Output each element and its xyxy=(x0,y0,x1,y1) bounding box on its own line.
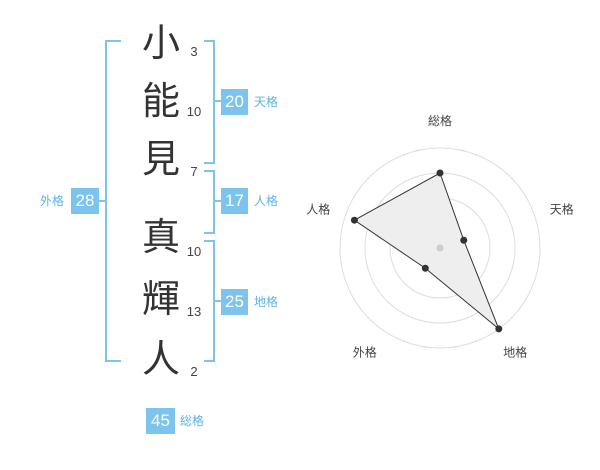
radar-point-5 xyxy=(350,216,358,224)
name-char-3: 見 xyxy=(141,137,180,181)
radar-point-4 xyxy=(421,264,429,272)
radar-axis-label-1: 総格 xyxy=(428,113,452,128)
radar-ring xyxy=(339,147,541,349)
chikaku-badge: 25 xyxy=(221,289,248,315)
radar-point-1 xyxy=(436,169,444,177)
radar-axis-label-5: 人格 xyxy=(306,201,330,216)
radar-polygon xyxy=(353,172,500,330)
chikaku-label: 地格 xyxy=(254,295,279,309)
gaikaku-label: 外格 xyxy=(40,194,65,208)
stroke-count-6: 2 xyxy=(190,364,198,379)
stroke-count-1: 3 xyxy=(190,44,198,59)
radar-point-3 xyxy=(495,325,503,333)
name-char-2: 能 xyxy=(141,79,180,123)
stroke-count-5: 13 xyxy=(186,304,202,319)
jinkaku-bracket xyxy=(204,170,215,234)
radar-axis-label-4: 外格 xyxy=(353,345,377,360)
tenkaku-badge: 20 xyxy=(221,89,248,115)
gaikaku-bracket-tick xyxy=(97,200,105,202)
jinkaku-badge: 17 xyxy=(221,188,248,214)
stroke-count-3: 7 xyxy=(190,164,198,179)
radar-point-2 xyxy=(460,236,468,244)
stroke-count-4: 10 xyxy=(186,244,202,259)
radar-axis-label-3: 地格 xyxy=(503,345,527,360)
jinkaku-bracket-tick xyxy=(214,200,222,202)
gaikaku-bracket xyxy=(105,40,121,362)
tenkaku-bracket xyxy=(204,40,215,164)
radar-center-dot xyxy=(436,244,444,252)
name-char-4: 真 xyxy=(141,215,180,259)
name-char-5: 輝 xyxy=(141,277,180,321)
soukaku-label: 総格 xyxy=(180,414,205,428)
gaikaku-badge: 28 xyxy=(71,188,99,214)
soukaku-badge: 45 xyxy=(146,408,175,434)
name-char-6: 人 xyxy=(141,337,180,381)
radar-axis-label-2: 天格 xyxy=(550,201,574,216)
jinkaku-label: 人格 xyxy=(254,194,279,208)
stroke-count-2: 10 xyxy=(186,104,202,119)
tenkaku-label: 天格 xyxy=(254,95,279,109)
name-char-1: 小 xyxy=(141,21,180,65)
tenkaku-bracket-tick xyxy=(214,100,222,102)
chikaku-bracket-tick xyxy=(214,300,222,302)
